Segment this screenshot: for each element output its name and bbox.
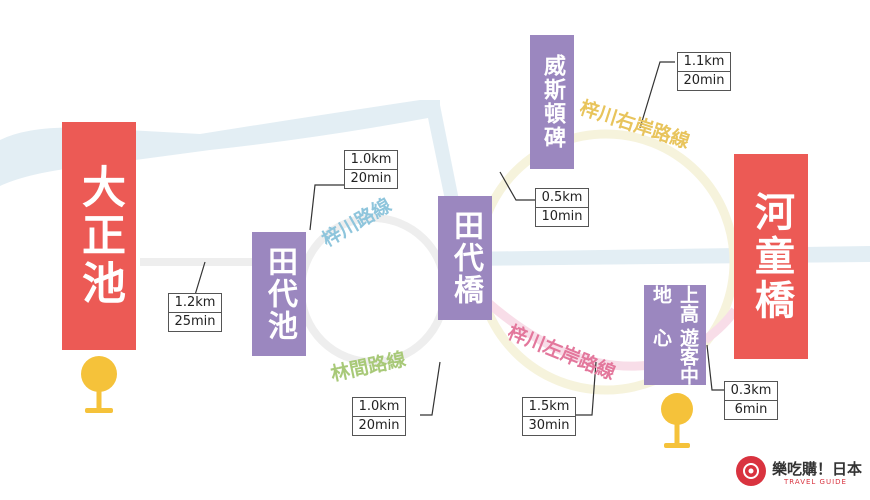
distance-min: 20min — [345, 169, 397, 188]
river — [0, 100, 870, 266]
station-tashiro-bashi: 田代橋 — [438, 196, 492, 320]
trail-left-bank-pink — [482, 296, 651, 371]
visitor-center-line2: 遊客中心 — [650, 327, 699, 385]
trail-visitor-kappa-pink — [702, 307, 739, 344]
distance-weston-to-kappa: 1.1km 20min — [677, 52, 731, 91]
station-weston-monument: 威斯頓碑 — [530, 35, 574, 169]
distance-min: 10min — [536, 207, 588, 226]
distance-visitor-to-kappa: 0.3km 6min — [724, 381, 778, 420]
brand-logo-icon — [736, 456, 766, 486]
distance-min: 30min — [523, 416, 575, 435]
station-taisho-ike: 大正池 — [62, 122, 136, 350]
distance-weston-to-tashiro-bashi: 0.5km 10min — [535, 188, 589, 227]
distance-min: 20min — [678, 71, 730, 90]
distance-km: 1.2km — [174, 295, 216, 310]
station-tashiro-ike: 田代池 — [252, 232, 306, 356]
distance-km: 1.5km — [528, 399, 570, 414]
brand-logo-text: 樂吃購！日本 — [772, 460, 863, 478]
brand-logo-subtitle: TRAVEL GUIDE — [784, 478, 847, 486]
distance-tashiro-ike-azusa: 1.0km 20min — [344, 150, 398, 189]
station-kappa-bashi: 河童橋 — [734, 154, 808, 359]
map-pin-taisho — [81, 356, 117, 413]
distance-min: 6min — [725, 400, 777, 419]
distance-taisho-to-tashiro-ike: 1.2km 25min — [168, 293, 222, 332]
leader-lines — [194, 61, 725, 416]
map-pin-visitor-center — [661, 393, 693, 448]
distance-km: 1.0km — [350, 152, 392, 167]
distance-km: 0.5km — [541, 190, 583, 205]
distance-km: 1.0km — [358, 399, 400, 414]
distance-km: 0.3km — [730, 383, 772, 398]
station-visitor-center: 上高地 遊客中心 — [644, 285, 706, 385]
distance-min: 20min — [353, 416, 405, 435]
distance-tashiro-ike-forest: 1.0km 20min — [352, 397, 406, 436]
distance-min: 25min — [169, 312, 221, 331]
visitor-center-line1: 上高地 — [650, 285, 699, 323]
distance-left-bank: 1.5km 30min — [522, 397, 576, 436]
distance-km: 1.1km — [683, 54, 725, 69]
